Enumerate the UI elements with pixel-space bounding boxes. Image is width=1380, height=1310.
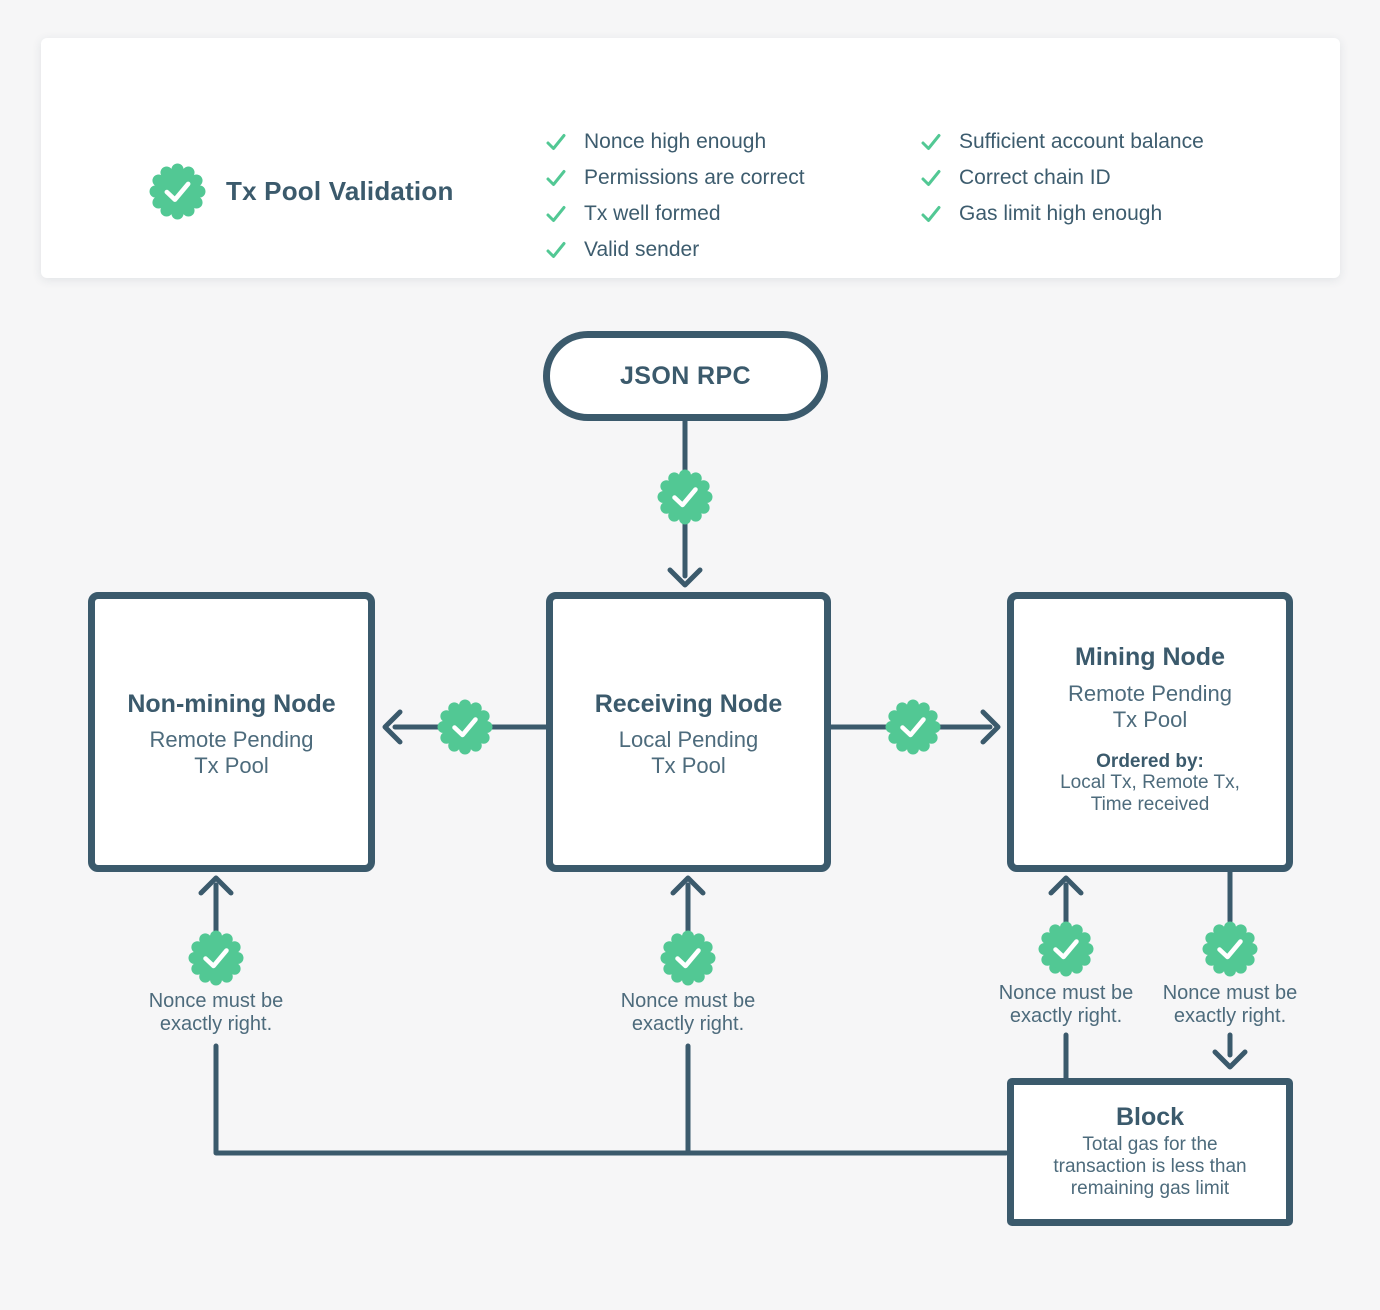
validation-check-item: Nonce high enough (544, 124, 805, 160)
arrow-into-non-mining (198, 875, 234, 939)
ordered-by-value: Local Tx, Remote Tx, Time received (1060, 772, 1240, 815)
tx-pool-validation-card: Tx Pool Validation Nonce high enough Per… (41, 38, 1340, 278)
nonce-note-block-to-mining: Nonce must be exactly right. (998, 982, 1134, 1027)
nonce-note-non-mining: Nonce must be exactly right. (148, 990, 284, 1035)
check-icon (544, 202, 568, 226)
check-label: Correct chain ID (959, 166, 1111, 189)
mining-node-box: Mining Node Remote Pending Tx Pool Order… (1007, 592, 1293, 872)
check-icon (544, 166, 568, 190)
non-mining-node-box: Non-mining Node Remote Pending Tx Pool (88, 592, 375, 872)
validation-seal-icon-rpc (657, 469, 713, 525)
nonce-note-mining-to-block: Nonce must be exactly right. (1162, 982, 1298, 1027)
arrow-into-receiving (670, 875, 706, 939)
validation-check-item: Valid sender (544, 232, 805, 268)
node-title: Mining Node (1075, 643, 1225, 671)
check-icon (919, 130, 943, 154)
check-label: Gas limit high enough (959, 202, 1163, 225)
validation-seal-icon-block-to-mining (1038, 921, 1094, 977)
feedback-line-non-mining (213, 1043, 1009, 1156)
check-icon (544, 238, 568, 262)
validation-check-item: Sufficient account balance (919, 124, 1204, 160)
check-icon (919, 202, 943, 226)
json-rpc-label: JSON RPC (619, 361, 751, 390)
check-icon (544, 130, 568, 154)
check-label: Nonce high enough (584, 130, 767, 153)
check-label: Permissions are correct (584, 166, 805, 189)
validation-check-item: Gas limit high enough (919, 196, 1204, 232)
check-label: Sufficient account balance (959, 130, 1204, 153)
nonce-note-receiving: Nonce must be exactly right. (620, 990, 756, 1035)
receiving-node-box: Receiving Node Local Pending Tx Pool (546, 592, 831, 872)
validation-seal-icon-receiving-note (660, 930, 716, 986)
node-title: Receiving Node (594, 690, 783, 718)
node-subtitle: Remote Pending Tx Pool (1068, 681, 1232, 732)
block-node-box: Block Total gas for the transaction is l… (1007, 1078, 1293, 1226)
check-icon (919, 166, 943, 190)
validation-seal-icon-to-non-mining (437, 699, 493, 755)
node-subtitle: Local Pending Tx Pool (618, 727, 759, 778)
validation-check-item: Permissions are correct (544, 160, 805, 196)
check-label: Valid sender (584, 238, 700, 261)
validation-checklist-left: Nonce high enough Permissions are correc… (544, 124, 805, 268)
json-rpc-node: JSON RPC (543, 331, 828, 421)
check-seal-icon (149, 163, 206, 220)
card-title: Tx Pool Validation (226, 176, 454, 206)
block-description: Total gas for the transaction is less th… (1053, 1134, 1247, 1199)
node-title: Non-mining Node (127, 690, 336, 718)
node-title: Block (1115, 1103, 1185, 1131)
validation-seal-icon-to-mining (885, 699, 941, 755)
node-subtitle: Remote Pending Tx Pool (149, 727, 314, 778)
validation-seal-icon-non-mining-note (188, 930, 244, 986)
validation-check-item: Tx well formed (544, 196, 805, 232)
ordered-by-label: Ordered by: (1096, 751, 1204, 772)
arrow-block-to-mining (1048, 875, 1084, 1083)
check-label: Tx well formed (584, 202, 721, 225)
validation-seal-icon-mining-to-block (1202, 921, 1258, 977)
validation-check-item: Correct chain ID (919, 160, 1204, 196)
validation-checklist-right: Sufficient account balance Correct chain… (919, 124, 1204, 232)
